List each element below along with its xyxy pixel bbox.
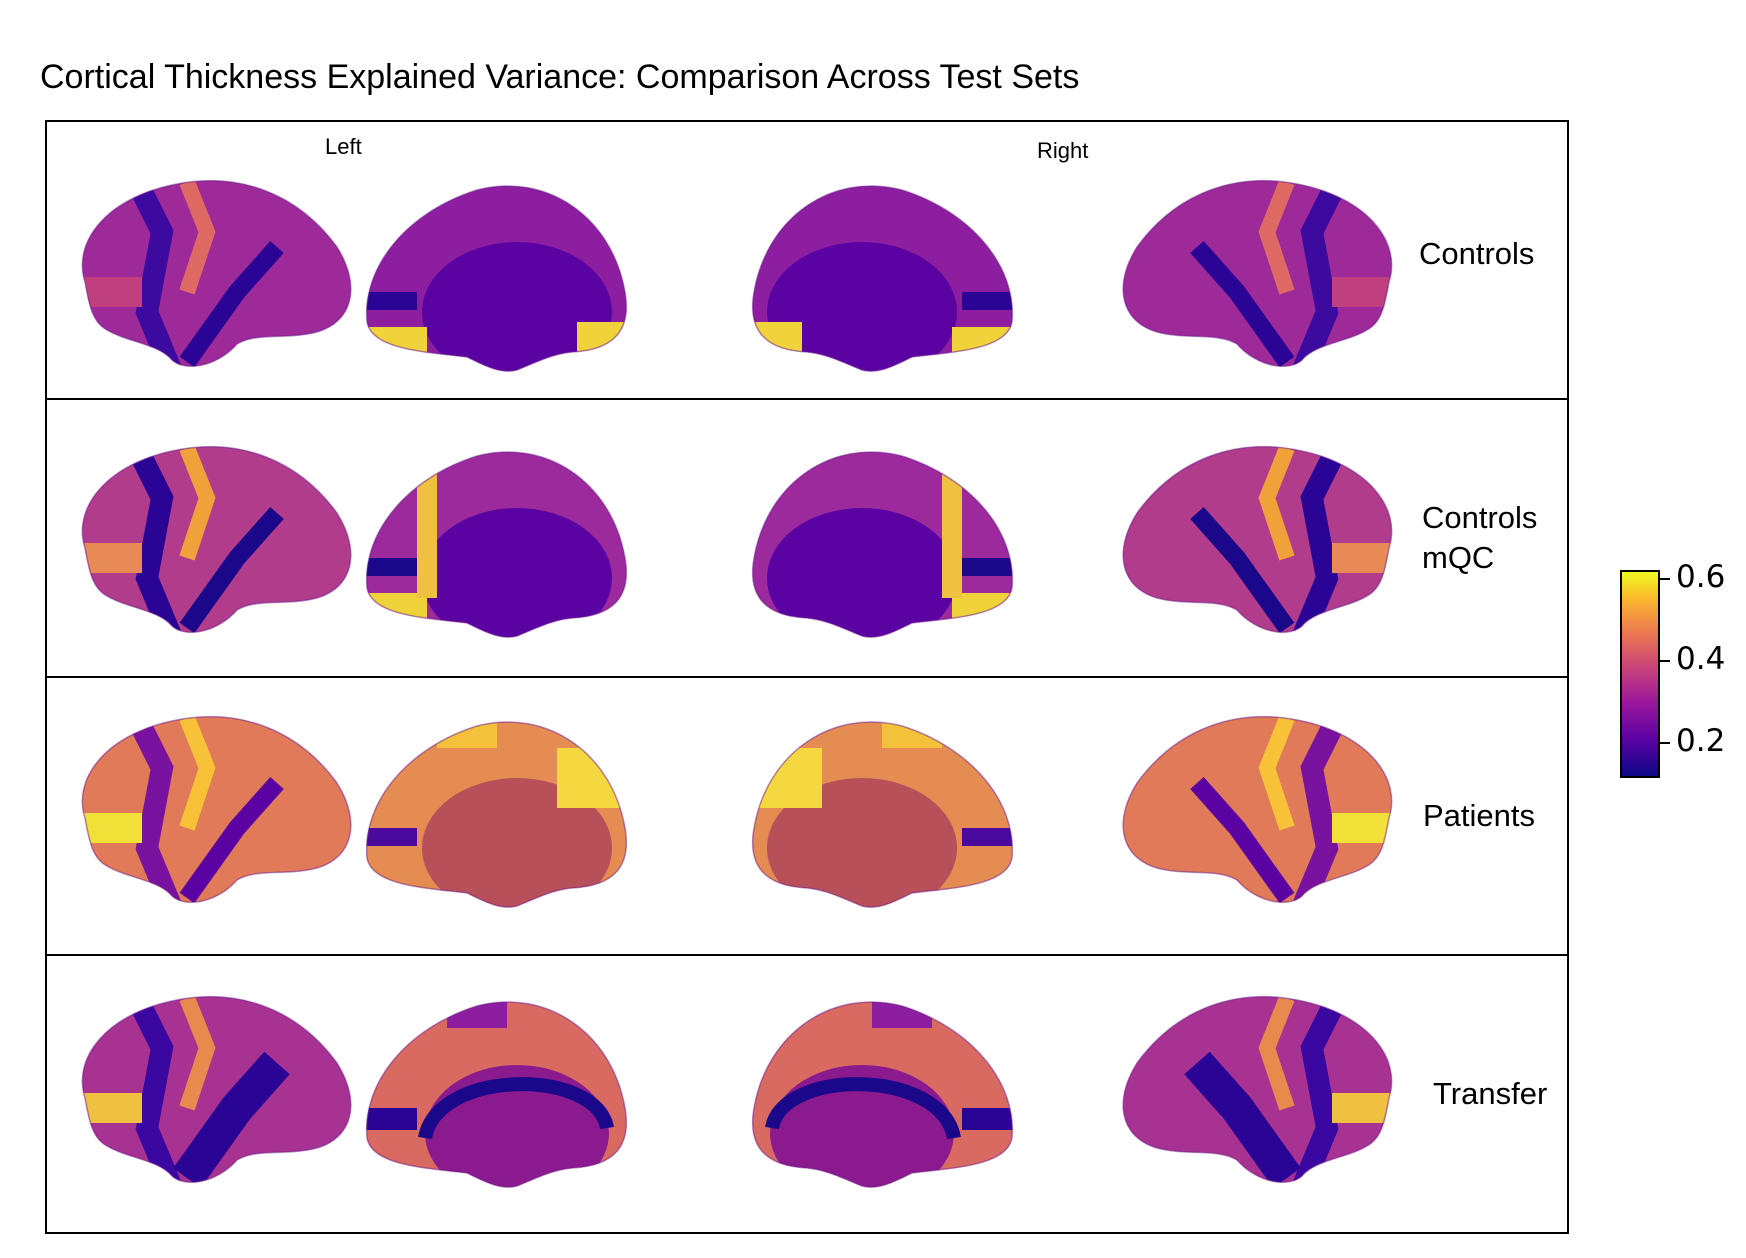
brain-left-medial-transfer <box>365 1001 627 1188</box>
brain-right-medial-controls-mqc <box>752 451 1014 638</box>
panel-transfer: Transfer <box>45 954 1569 1234</box>
colorbar-label-0-6: 0.6 <box>1676 559 1726 595</box>
row-label-controls-mqc: Controls mQC <box>1422 500 1538 575</box>
colorbar-tick-0-2 <box>1660 742 1670 744</box>
colorbar-tick-0-4 <box>1660 660 1670 662</box>
brain-right-lateral-controls-mqc <box>1122 445 1393 634</box>
brain-right-lateral-patients <box>1122 715 1393 904</box>
colorbar-label-0-4: 0.4 <box>1676 641 1726 677</box>
brain-right-lateral-transfer <box>1122 995 1393 1184</box>
brain-left-lateral-controls <box>81 179 352 368</box>
panel-controls-mqc: Controls mQC <box>45 398 1569 678</box>
colorbar-label-0-2: 0.2 <box>1676 723 1726 759</box>
brain-right-medial-transfer <box>752 1001 1014 1188</box>
brain-right-medial-patients <box>752 721 1014 908</box>
panel-controls: Left Right Controls <box>45 120 1569 400</box>
brain-left-lateral-controls-mqc <box>81 445 352 634</box>
brain-left-lateral-patients <box>81 715 352 904</box>
colorbar-tick-0-6 <box>1660 578 1670 580</box>
brain-left-medial-controls-mqc <box>365 451 627 638</box>
brain-left-lateral-transfer <box>81 995 352 1184</box>
row-label-controls: Controls <box>1419 236 1535 271</box>
colorbar <box>1620 570 1660 778</box>
panel-patients: Patients <box>45 676 1569 956</box>
row-label-patients: Patients <box>1423 798 1536 833</box>
brain-right-medial-controls <box>752 185 1014 372</box>
left-hemisphere-label: Left <box>325 134 362 159</box>
row-label-transfer: Transfer <box>1433 1076 1548 1111</box>
brain-left-medial-patients <box>365 721 627 908</box>
brain-right-lateral-controls <box>1122 179 1393 368</box>
figure-title: Cortical Thickness Explained Variance: C… <box>40 58 1080 96</box>
right-hemisphere-label: Right <box>1037 138 1089 163</box>
brain-left-medial-controls <box>365 185 627 372</box>
